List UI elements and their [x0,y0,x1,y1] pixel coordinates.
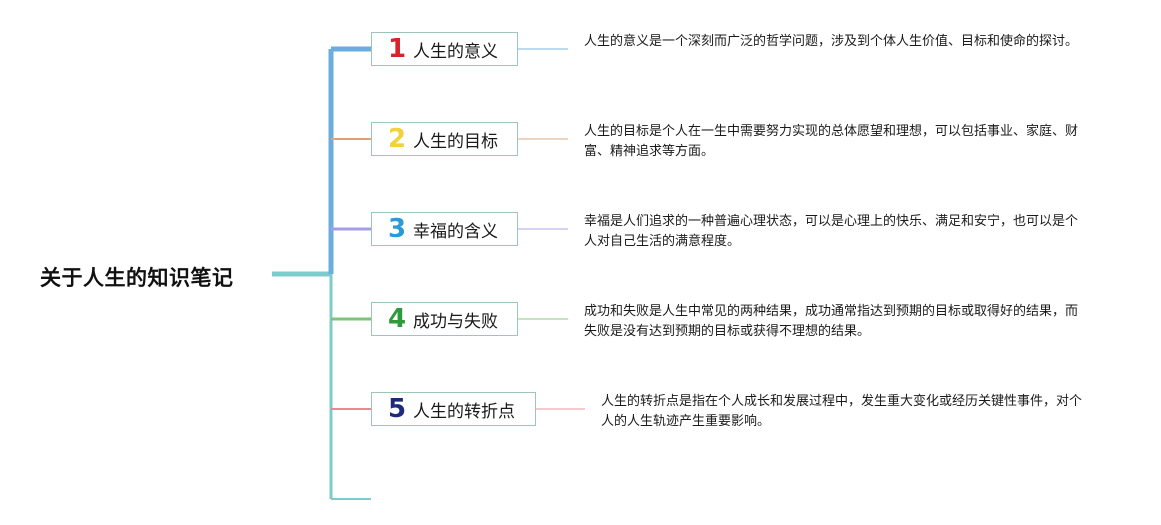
branch-label: 幸福的含义 [413,221,498,242]
branch-description-turning-point: 人生的转折点是指在个人成长和发展过程中，发生重大变化或经历关键性事件，对个人的人… [601,394,1083,429]
branch-description-meaning: 人生的意义是一个深刻而广泛的哲学问题，涉及到个体人生价值、目标和使命的探讨。 [584,34,1079,49]
branch-number-1: 1 [388,34,407,64]
branch-lines-group [331,46,585,410]
branch-number-5: 5 [388,394,407,424]
branch-node-goal[interactable]: 2 人生的目标 [371,122,518,156]
branch-number-3: 3 [388,214,407,244]
branch-description-goal: 人生的目标是个人在一生中需要努力实现的总体愿望和理想，可以包括事业、家庭、财富、… [584,124,1079,159]
branch-description-success-failure: 成功和失败是人生中常见的两种结果，成功通常指达到预期的目标或取得好的结果，而失败… [584,304,1079,339]
branch-label: 成功与失败 [413,311,498,332]
branch-label: 人生的目标 [413,131,498,152]
branch-node-turning-point[interactable]: 5 人生的转折点 [371,392,536,426]
branch-number-4: 4 [388,304,407,334]
branch-node-success-failure[interactable]: 4 成功与失败 [371,302,518,336]
branch-description-happiness: 幸福是人们追求的一种普遍心理状态，可以是心理上的快乐、满足和安宁，也可以是个人对… [584,214,1079,249]
branch-number-2: 2 [388,124,407,154]
branch-node-happiness[interactable]: 3 幸福的含义 [371,212,518,246]
branch-node-meaning[interactable]: 1 人生的意义 [371,32,518,66]
branch-label: 人生的转折点 [413,401,515,422]
branch-label: 人生的意义 [413,41,498,62]
root-topic-title[interactable]: 关于人生的知识笔记 [40,266,234,290]
